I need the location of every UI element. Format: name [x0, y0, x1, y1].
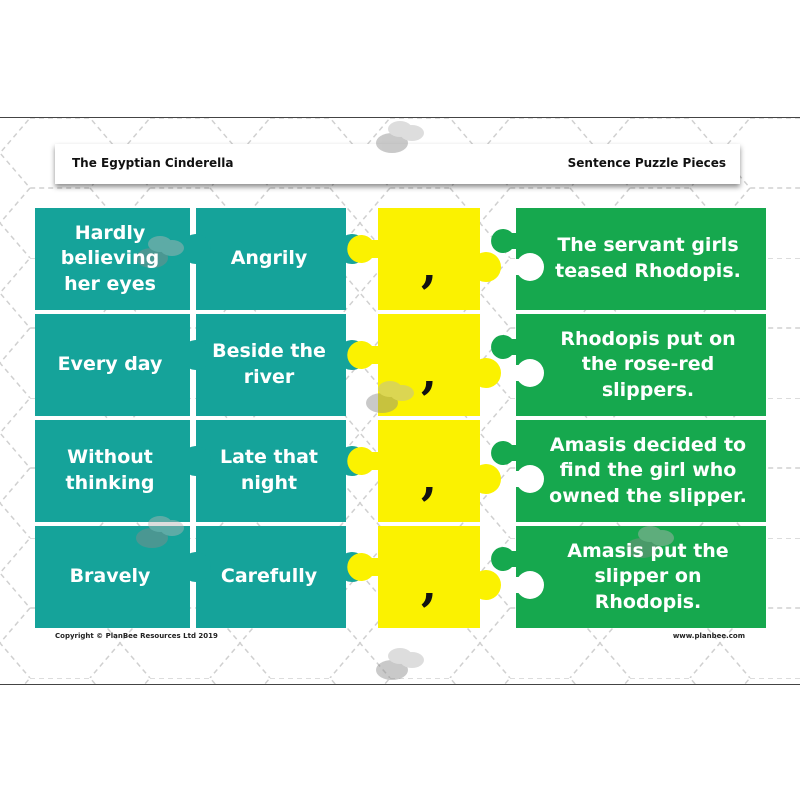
piece-col2-3 — [196, 526, 346, 628]
worksheet-page: The Egyptian Cinderella Sentence Puzzle … — [0, 117, 800, 685]
tab-col1-0 — [176, 234, 211, 264]
tab-col4-left-3 — [491, 547, 518, 571]
opener-text: Hardly believing her eyes — [60, 221, 160, 295]
tab-col1-3 — [176, 552, 211, 582]
tab-col3-1 — [466, 357, 502, 388]
tab-col4-left-0 — [491, 229, 518, 253]
piece-col2-2 — [196, 420, 346, 522]
website-text: www.planbee.com — [672, 632, 745, 640]
piece-col3-3 — [378, 526, 480, 628]
tab-col3-3 — [466, 570, 502, 600]
tab-col3-left-1 — [347, 341, 380, 370]
socket-col4-3 — [516, 571, 544, 599]
tab-col3-left-2 — [347, 446, 380, 475]
comma-punctuation: , — [420, 345, 437, 399]
socket-col4-0 — [516, 253, 544, 281]
piece-col4-0 — [516, 208, 766, 310]
opener-text: Every day — [57, 353, 163, 376]
piece-col1-1 — [35, 314, 190, 416]
bee-icon — [366, 381, 414, 413]
piece-col3-2 — [378, 420, 480, 522]
header-bar: The Egyptian Cinderella Sentence Puzzle … — [55, 144, 740, 184]
piece-col1-0 — [35, 208, 190, 310]
piece-col4-2 — [516, 420, 766, 522]
puzzle-pieces — [35, 121, 766, 680]
piece-col3-0 — [378, 208, 480, 310]
adverbial-text: Late that night — [219, 446, 319, 494]
piece-col2-0 — [196, 208, 346, 310]
worksheet-subtitle: Sentence Puzzle Pieces — [567, 156, 726, 170]
copyright-text: Copyright © PlanBee Resources Ltd 2019 — [55, 632, 218, 640]
socket-col4-2 — [516, 465, 544, 493]
comma-punctuation: , — [420, 451, 437, 505]
piece-col2-1 — [196, 314, 346, 416]
tab-col1-2 — [176, 446, 212, 477]
tab-col4-left-1 — [491, 335, 518, 359]
main-clause-text: Amasis put the slipper on Rhodopis. — [567, 539, 729, 613]
bee-icon — [376, 121, 424, 153]
tab-col4-left-2 — [491, 441, 518, 466]
piece-col3-1 — [378, 314, 480, 416]
socket-col4-3-neck — [512, 577, 522, 593]
comma-punctuation: , — [420, 557, 437, 611]
opener-text: Without thinking — [65, 446, 155, 494]
socket-col4-0-neck — [512, 259, 522, 275]
tab-col1-1 — [176, 340, 211, 370]
opener-text: Bravely — [69, 565, 151, 588]
piece-col4-3 — [516, 526, 766, 628]
bee-icon — [626, 526, 674, 558]
adverbial-text: Beside the river — [212, 340, 326, 388]
piece-col4-1 — [516, 314, 766, 416]
main-clause-text: Rhodopis put on the rose-red slippers. — [560, 327, 736, 401]
adverbial-text: Carefully — [220, 565, 318, 588]
main-clause-text: Amasis decided to find the girl who owne… — [549, 433, 747, 507]
tab-col3-left-0 — [347, 235, 380, 263]
bee-icon — [136, 516, 184, 548]
bee-icon — [136, 236, 184, 268]
socket-col4-1-neck — [512, 365, 522, 381]
tab-col3-2 — [466, 464, 502, 494]
bee-icon — [376, 648, 424, 680]
tab-col3-left-3 — [347, 553, 380, 581]
piece-col1-2 — [35, 420, 190, 522]
piece-col1-3 — [35, 526, 190, 628]
tab-col3-0 — [466, 252, 501, 283]
socket-col4-1 — [516, 359, 544, 387]
socket-col4-2-neck — [512, 471, 522, 487]
comma-punctuation: , — [420, 239, 437, 293]
adverbial-text: Angrily — [230, 247, 308, 270]
main-clause-text: The servant girls teased Rhodopis. — [555, 234, 741, 282]
worksheet-title: The Egyptian Cinderella — [72, 156, 234, 170]
